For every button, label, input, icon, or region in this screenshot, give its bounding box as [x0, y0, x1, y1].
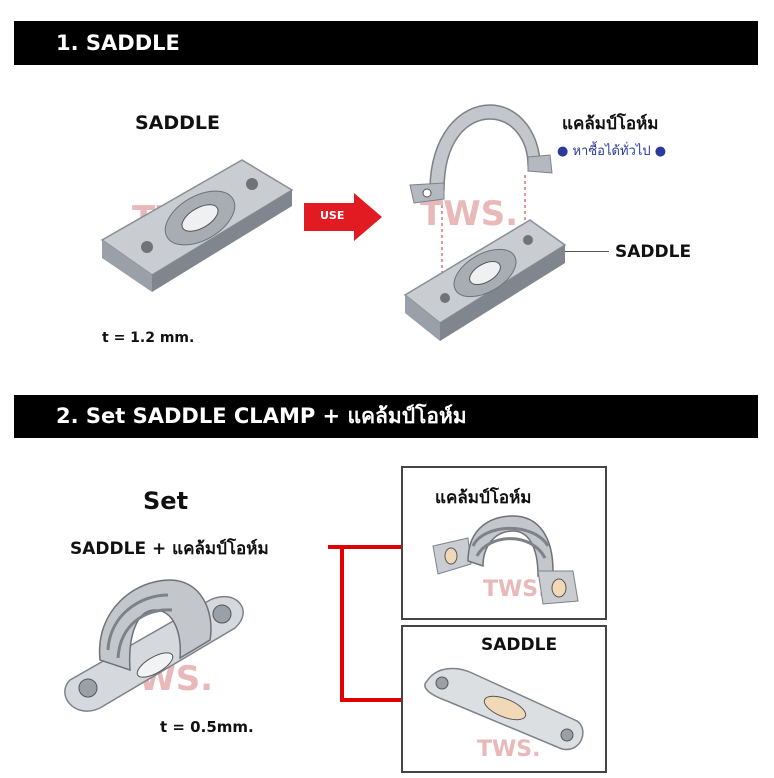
section-2-heading: 2. Set SADDLE CLAMP + แคล้มป์โอห์ม — [56, 404, 467, 428]
box-saddle-label: SADDLE — [481, 635, 558, 655]
watermark: TWS. — [477, 737, 540, 762]
clamp-box: แคล้มป์โอห์ม TWS. — [401, 466, 607, 620]
set-thickness: t = 0.5mm. — [160, 718, 254, 736]
set-title: Set — [143, 487, 189, 515]
set-caption: SADDLE + แคล้มป์โอห์ม — [70, 539, 269, 559]
section-1-banner: 1. SADDLE — [14, 21, 758, 65]
saddle-box: SADDLE TWS. — [401, 625, 607, 773]
saddle-callout: SADDLE — [615, 242, 692, 262]
box-clamp-label: แคล้มป์โอห์ม — [435, 488, 532, 508]
connector-line-top — [328, 545, 402, 549]
bullet-dot-icon: ● — [654, 144, 667, 159]
clamp-label: แคล้มป์โอห์ม — [562, 114, 659, 134]
clamp-note-text: หาซื้อได้ทั่วไป — [572, 144, 651, 159]
clamp-over-saddle-image: TWS. — [403, 104, 567, 341]
watermark: TWS. — [483, 577, 546, 602]
section-1-heading: 1. SADDLE — [56, 31, 180, 55]
saddle-clamp-set-image: TWS. — [64, 579, 244, 712]
clamp-note: ● หาซื้อได้ทั่วไป ● — [557, 140, 666, 161]
connector-line-vertical — [340, 545, 344, 702]
flat-saddle-image: TWS. — [424, 667, 584, 762]
saddle-plate-image: TWS. — [100, 159, 294, 292]
saddle-thickness: t = 1.2 mm. — [102, 330, 195, 346]
callout-line — [565, 251, 609, 252]
watermark: TWS. — [420, 194, 518, 234]
use-arrow-icon — [304, 193, 382, 241]
section-2-banner: 2. Set SADDLE CLAMP + แคล้มป์โอห์ม — [14, 395, 758, 438]
bullet-dot-icon: ● — [557, 144, 569, 159]
saddle-title: SADDLE — [135, 112, 221, 134]
clamp-image: TWS. — [432, 515, 579, 605]
use-label: USE — [320, 209, 345, 222]
connector-line-bottom — [340, 698, 402, 702]
